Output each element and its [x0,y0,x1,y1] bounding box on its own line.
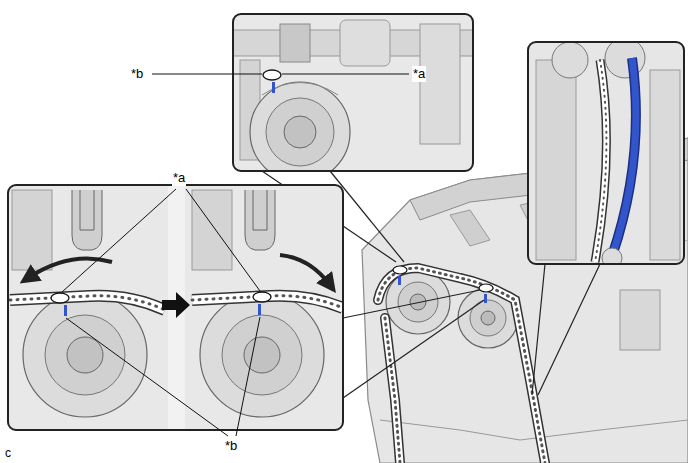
left-inset-part-part [67,337,103,373]
leader-line-part [152,74,262,75]
leader-line-part [282,74,409,75]
left-inset-part-part [10,296,165,310]
right-inset-part-part [528,42,684,264]
top-inset-part [233,14,473,171]
timing-chain-part [378,268,545,463]
top-inset-part-part [263,70,281,80]
right-inset-part-part [595,60,606,262]
timing-chain-part [385,318,400,463]
timing-mark-part [484,294,487,303]
left-inset-part-part [162,292,190,318]
leader-line-part [236,317,260,436]
left-inset-part-part [10,296,165,310]
right-inset [528,38,684,268]
leader-line [62,74,409,436]
left-inset-part-part [222,315,302,395]
figure-code: c [4,445,12,461]
left-inset-part-part [8,185,168,430]
top-inset-part-part [340,20,390,66]
left-inset-part-part [28,258,112,278]
right-inset-part-part [650,70,680,260]
right-inset-part-part [610,58,636,262]
timing-chain-part [385,318,400,463]
inset-pointer-part [343,300,484,398]
callout-label: *a [412,66,426,82]
right-inset-part-part [605,42,645,78]
left-inset-part-part [192,190,232,270]
right-inset-part-part [610,58,636,262]
left-inset-part-part [51,293,69,303]
camshaft-sprocket [386,270,518,348]
timing-mark-part [393,266,407,274]
top-inset-part-part [266,98,334,166]
callout-label: *a [172,170,186,186]
top-inset-part-part [250,82,350,171]
top-inset [233,14,473,182]
camshaft-sprocket-part [386,270,450,334]
right-inset-part-part [552,42,588,78]
left-inset-part-part [23,293,147,417]
timing-chain [378,268,545,463]
left-inset-part-part [245,190,275,250]
timing-chain-part [378,268,545,463]
right-inset-part-part [602,248,622,264]
inset-pointer-part [532,264,545,395]
leader-line-part [66,318,228,436]
left-inset-part-part [64,305,67,316]
left-inset-part-part [45,315,125,395]
inset-pointer-part [538,264,600,395]
inset-pointer-part [343,290,480,318]
left-inset-part-part [253,292,271,302]
cylinder-head-part [620,290,660,350]
timing-chain-part [385,318,400,463]
left-inset-part [8,185,343,430]
right-inset-part [528,42,684,264]
top-inset-part-part [262,83,338,96]
top-inset-part-part [420,24,460,144]
top-inset-part-part [272,82,275,93]
left-inset-part-part [200,293,324,417]
camshaft-sprocket-part [398,282,438,322]
right-inset-part [528,42,684,264]
left-inset-part [8,185,343,430]
left-inset-part-part [12,190,52,270]
timing-mark-part [479,284,493,292]
left-inset [8,185,345,430]
right-inset-part-part [536,60,576,260]
leader-line-part [62,189,176,292]
left-inset-part-part [280,255,330,285]
top-inset-part-part [284,116,316,148]
camshaft-sprocket-part [481,311,495,325]
timing-chain-part [378,268,545,463]
leader-line-part [186,189,260,291]
left-inset-part-part [185,185,343,430]
timing-mark-part [398,276,401,285]
right-inset-part-part [595,60,606,262]
right-inset-part [528,42,684,264]
callout-label: *b [130,66,144,82]
left-inset-part-part [258,304,261,315]
right-inset-part-part [595,60,606,262]
left-inset-part-part [10,296,165,310]
top-inset-part [233,14,473,171]
top-inset-part-part [280,24,310,62]
left-inset-part-part [72,190,102,250]
callout-label: *b [224,438,238,454]
